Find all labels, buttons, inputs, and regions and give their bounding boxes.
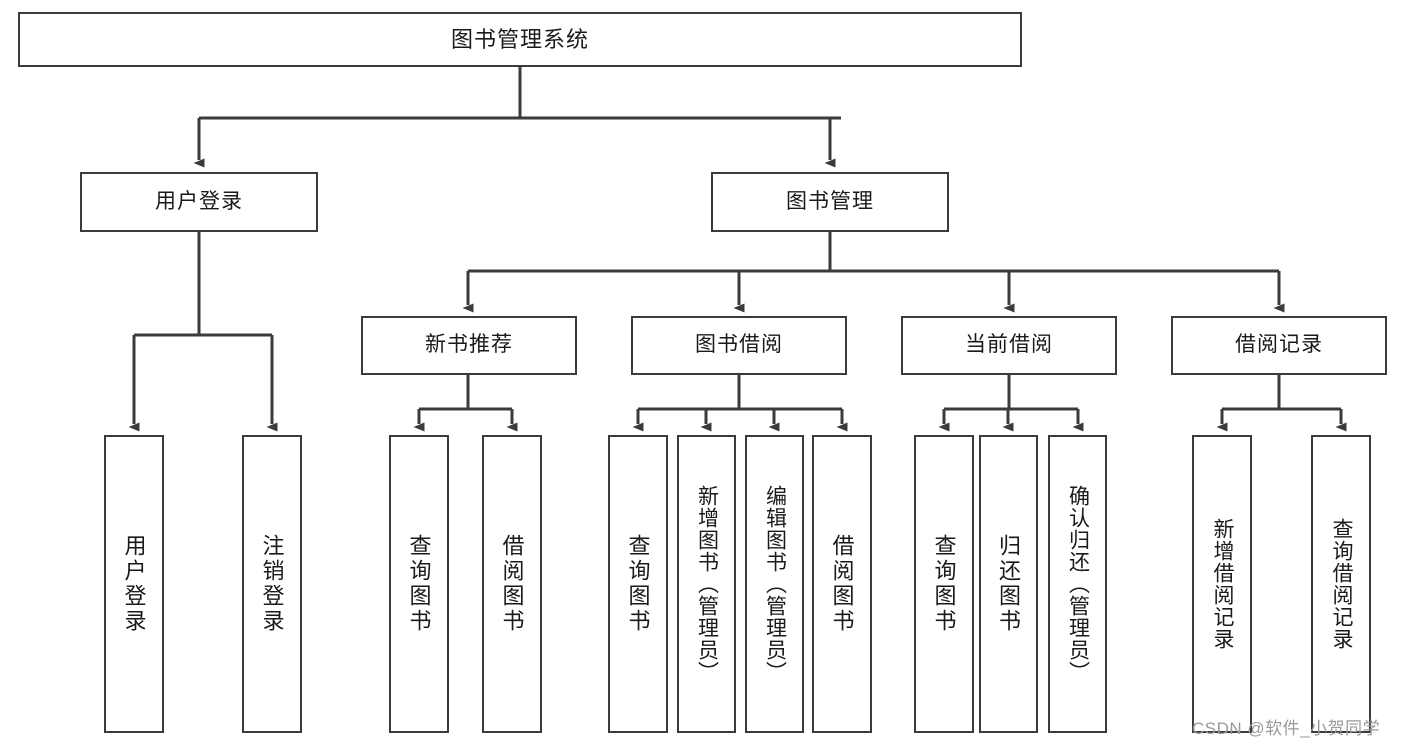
leaf-return-book[interactable]: 归还图书 (979, 435, 1038, 733)
node-label: 用户登录 (155, 189, 243, 213)
node-book-management[interactable]: 图书管理 (711, 172, 949, 232)
node-label: 新书推荐 (425, 333, 513, 357)
node-label: 确认归还（管理员） (1066, 485, 1090, 683)
node-current-borrow[interactable]: 当前借阅 (901, 316, 1117, 375)
node-label: 图书管理系统 (450, 26, 589, 52)
node-label: 借阅图书 (499, 534, 525, 634)
node-label: 注销登录 (259, 534, 285, 634)
leaf-query-book-borrow[interactable]: 查询图书 (608, 435, 668, 733)
node-root-book-management-system[interactable]: 图书管理系统 (18, 12, 1022, 67)
node-label: 新增借阅记录 (1211, 518, 1235, 650)
leaf-edit-book-admin[interactable]: 编辑图书（管理员） (745, 435, 804, 733)
leaf-add-borrow-record[interactable]: 新增借阅记录 (1192, 435, 1252, 733)
node-label: 借阅记录 (1235, 333, 1323, 357)
node-new-book-recommendation[interactable]: 新书推荐 (361, 316, 577, 375)
node-label: 图书管理 (786, 189, 874, 213)
leaf-query-book-recommendation[interactable]: 查询图书 (389, 435, 449, 733)
leaf-add-book-admin[interactable]: 新增图书（管理员） (677, 435, 736, 733)
node-borrow-record[interactable]: 借阅记录 (1171, 316, 1387, 375)
node-label: 归还图书 (996, 534, 1022, 634)
node-user-login[interactable]: 用户登录 (80, 172, 318, 232)
node-label: 图书借阅 (695, 333, 783, 357)
leaf-user-login[interactable]: 用户登录 (104, 435, 164, 733)
leaf-query-book-current[interactable]: 查询图书 (914, 435, 974, 733)
leaf-logout[interactable]: 注销登录 (242, 435, 302, 733)
node-label: 编辑图书（管理员） (763, 485, 787, 683)
node-label: 查询借阅记录 (1330, 518, 1354, 650)
node-label: 借阅图书 (829, 534, 855, 634)
node-label: 查询图书 (625, 534, 651, 634)
leaf-confirm-return-admin[interactable]: 确认归还（管理员） (1048, 435, 1107, 733)
leaf-borrow-book-recommendation[interactable]: 借阅图书 (482, 435, 542, 733)
leaf-borrow-book[interactable]: 借阅图书 (812, 435, 872, 733)
leaf-query-borrow-record[interactable]: 查询借阅记录 (1311, 435, 1371, 733)
node-label: 新增图书（管理员） (695, 485, 719, 683)
node-label: 用户登录 (121, 534, 147, 634)
node-label: 查询图书 (931, 534, 957, 634)
node-book-borrow[interactable]: 图书借阅 (631, 316, 847, 375)
node-label: 查询图书 (406, 534, 432, 634)
node-label: 当前借阅 (965, 333, 1053, 357)
